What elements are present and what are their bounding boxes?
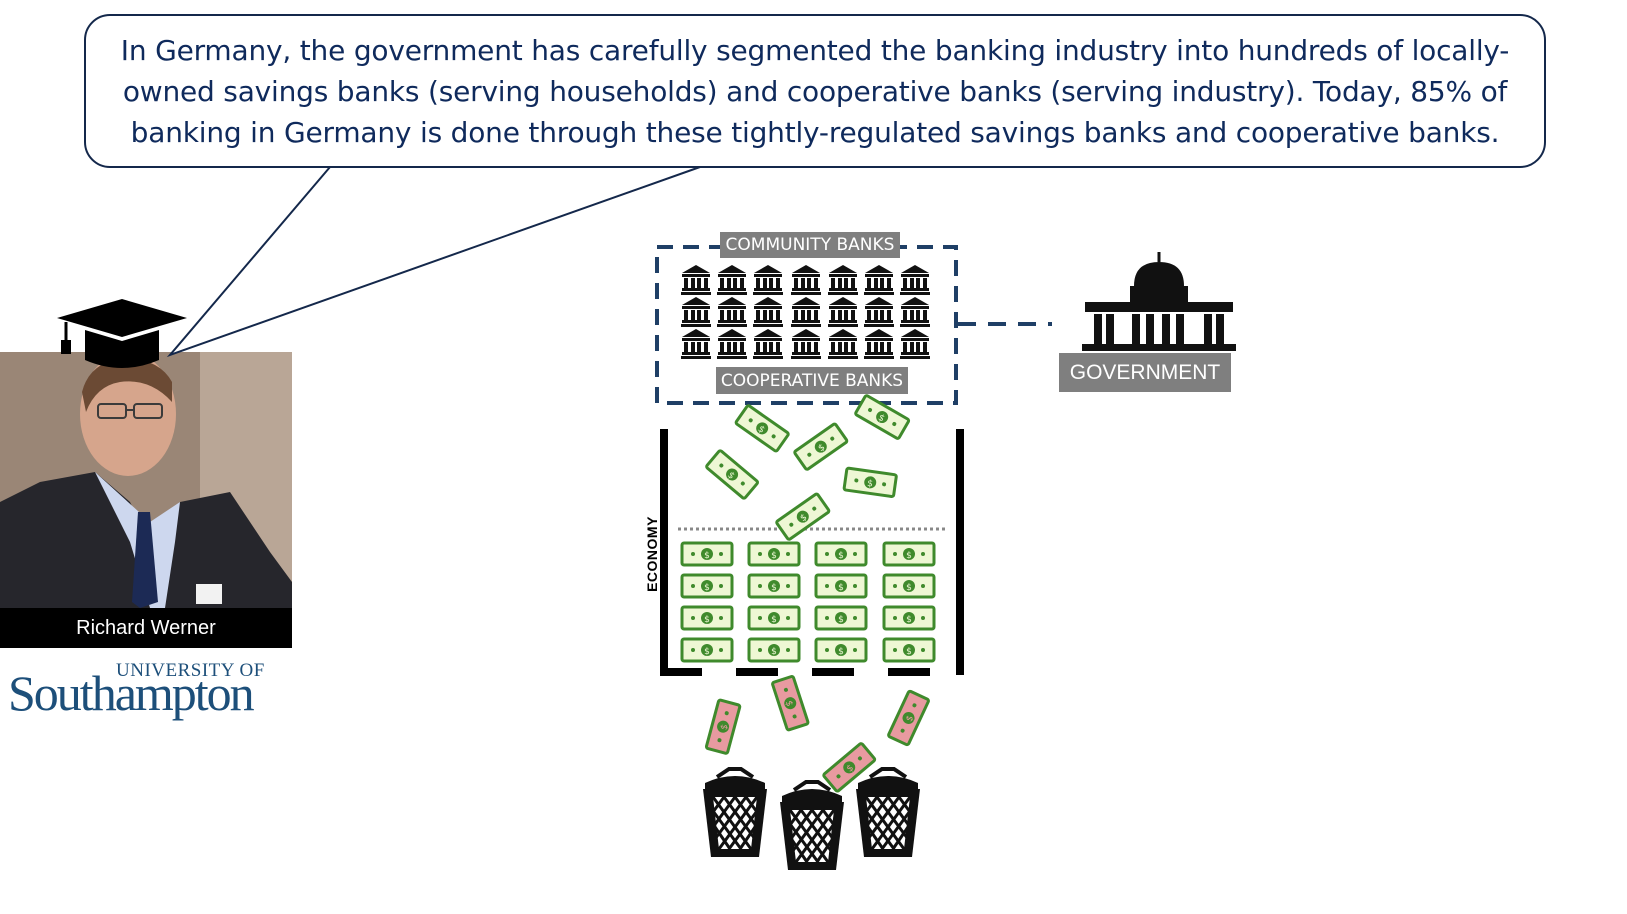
money-bill-icon — [814, 637, 868, 663]
money-bill-icon — [747, 573, 801, 599]
bank-icon — [681, 297, 711, 327]
money-bill-icon — [680, 605, 734, 631]
money-bill-icon — [774, 491, 832, 542]
money-bill-icon — [747, 605, 801, 631]
money-bill-icon — [882, 637, 936, 663]
red-money-bill-icon — [704, 698, 742, 756]
incoming-money — [704, 393, 911, 542]
money-bill-icon — [882, 573, 936, 599]
bank-icon — [828, 297, 858, 327]
bank-icon — [791, 265, 821, 295]
speech-bubble-tail — [166, 166, 701, 358]
bank-icon — [681, 329, 711, 359]
trash-bin-icon — [778, 780, 846, 872]
bank-icon — [753, 297, 783, 327]
speaker-portrait — [0, 352, 292, 608]
money-bill-icon — [733, 403, 791, 454]
money-bill-icon — [792, 421, 850, 472]
money-bill-icon — [680, 637, 734, 663]
community-banks-label: COMMUNITY BANKS — [720, 232, 900, 258]
bank-icon — [900, 297, 930, 327]
money-stack-grid — [680, 541, 936, 663]
university-name-logo: Southampton — [8, 665, 255, 721]
bank-icon — [791, 297, 821, 327]
money-bill-icon — [704, 448, 760, 501]
bank-icon-grid — [681, 265, 930, 359]
bank-icon — [753, 329, 783, 359]
bank-icon — [828, 329, 858, 359]
money-bill-icon — [814, 573, 868, 599]
wasted-money — [704, 674, 931, 794]
bank-icon — [864, 265, 894, 295]
trash-bins — [701, 767, 922, 872]
speaker-photo — [0, 352, 292, 608]
money-bill-icon — [680, 573, 734, 599]
bank-icon — [791, 329, 821, 359]
bank-icon — [828, 265, 858, 295]
university-of-label: UNIVERSITY OF — [116, 660, 265, 681]
speaker-name: Richard Werner — [0, 608, 292, 648]
red-money-bill-icon — [886, 689, 931, 747]
bank-icon — [681, 265, 711, 295]
money-bill-icon — [814, 541, 868, 567]
government-label: GOVERNMENT — [1059, 353, 1231, 392]
money-bill-icon — [882, 541, 936, 567]
money-bill-icon — [747, 541, 801, 567]
bank-icon — [864, 297, 894, 327]
government-building-icon — [1082, 252, 1236, 351]
money-bill-icon — [842, 466, 899, 499]
bank-icon — [864, 329, 894, 359]
money-bill-icon — [747, 637, 801, 663]
bank-icon — [753, 265, 783, 295]
community-banks-box — [655, 245, 958, 405]
bank-icon — [717, 329, 747, 359]
bank-icon — [717, 265, 747, 295]
money-bill-icon — [814, 605, 868, 631]
bank-icon — [900, 265, 930, 295]
speech-bubble: In Germany, the government has carefully… — [84, 14, 1546, 168]
trash-bin-icon — [701, 767, 769, 859]
trash-bin-icon — [854, 767, 922, 859]
bank-icon — [717, 297, 747, 327]
graduation-cap-icon — [57, 299, 187, 368]
money-bill-icon — [680, 541, 734, 567]
economy-container — [660, 429, 964, 676]
money-bill-icon — [882, 605, 936, 631]
economy-label: ECONOMY — [643, 516, 660, 592]
bank-icon — [900, 329, 930, 359]
red-money-bill-icon — [770, 674, 810, 732]
speech-bubble-text: In Germany, the government has carefully… — [120, 33, 1510, 149]
cooperative-banks-label: COOPERATIVE BANKS — [716, 367, 908, 394]
